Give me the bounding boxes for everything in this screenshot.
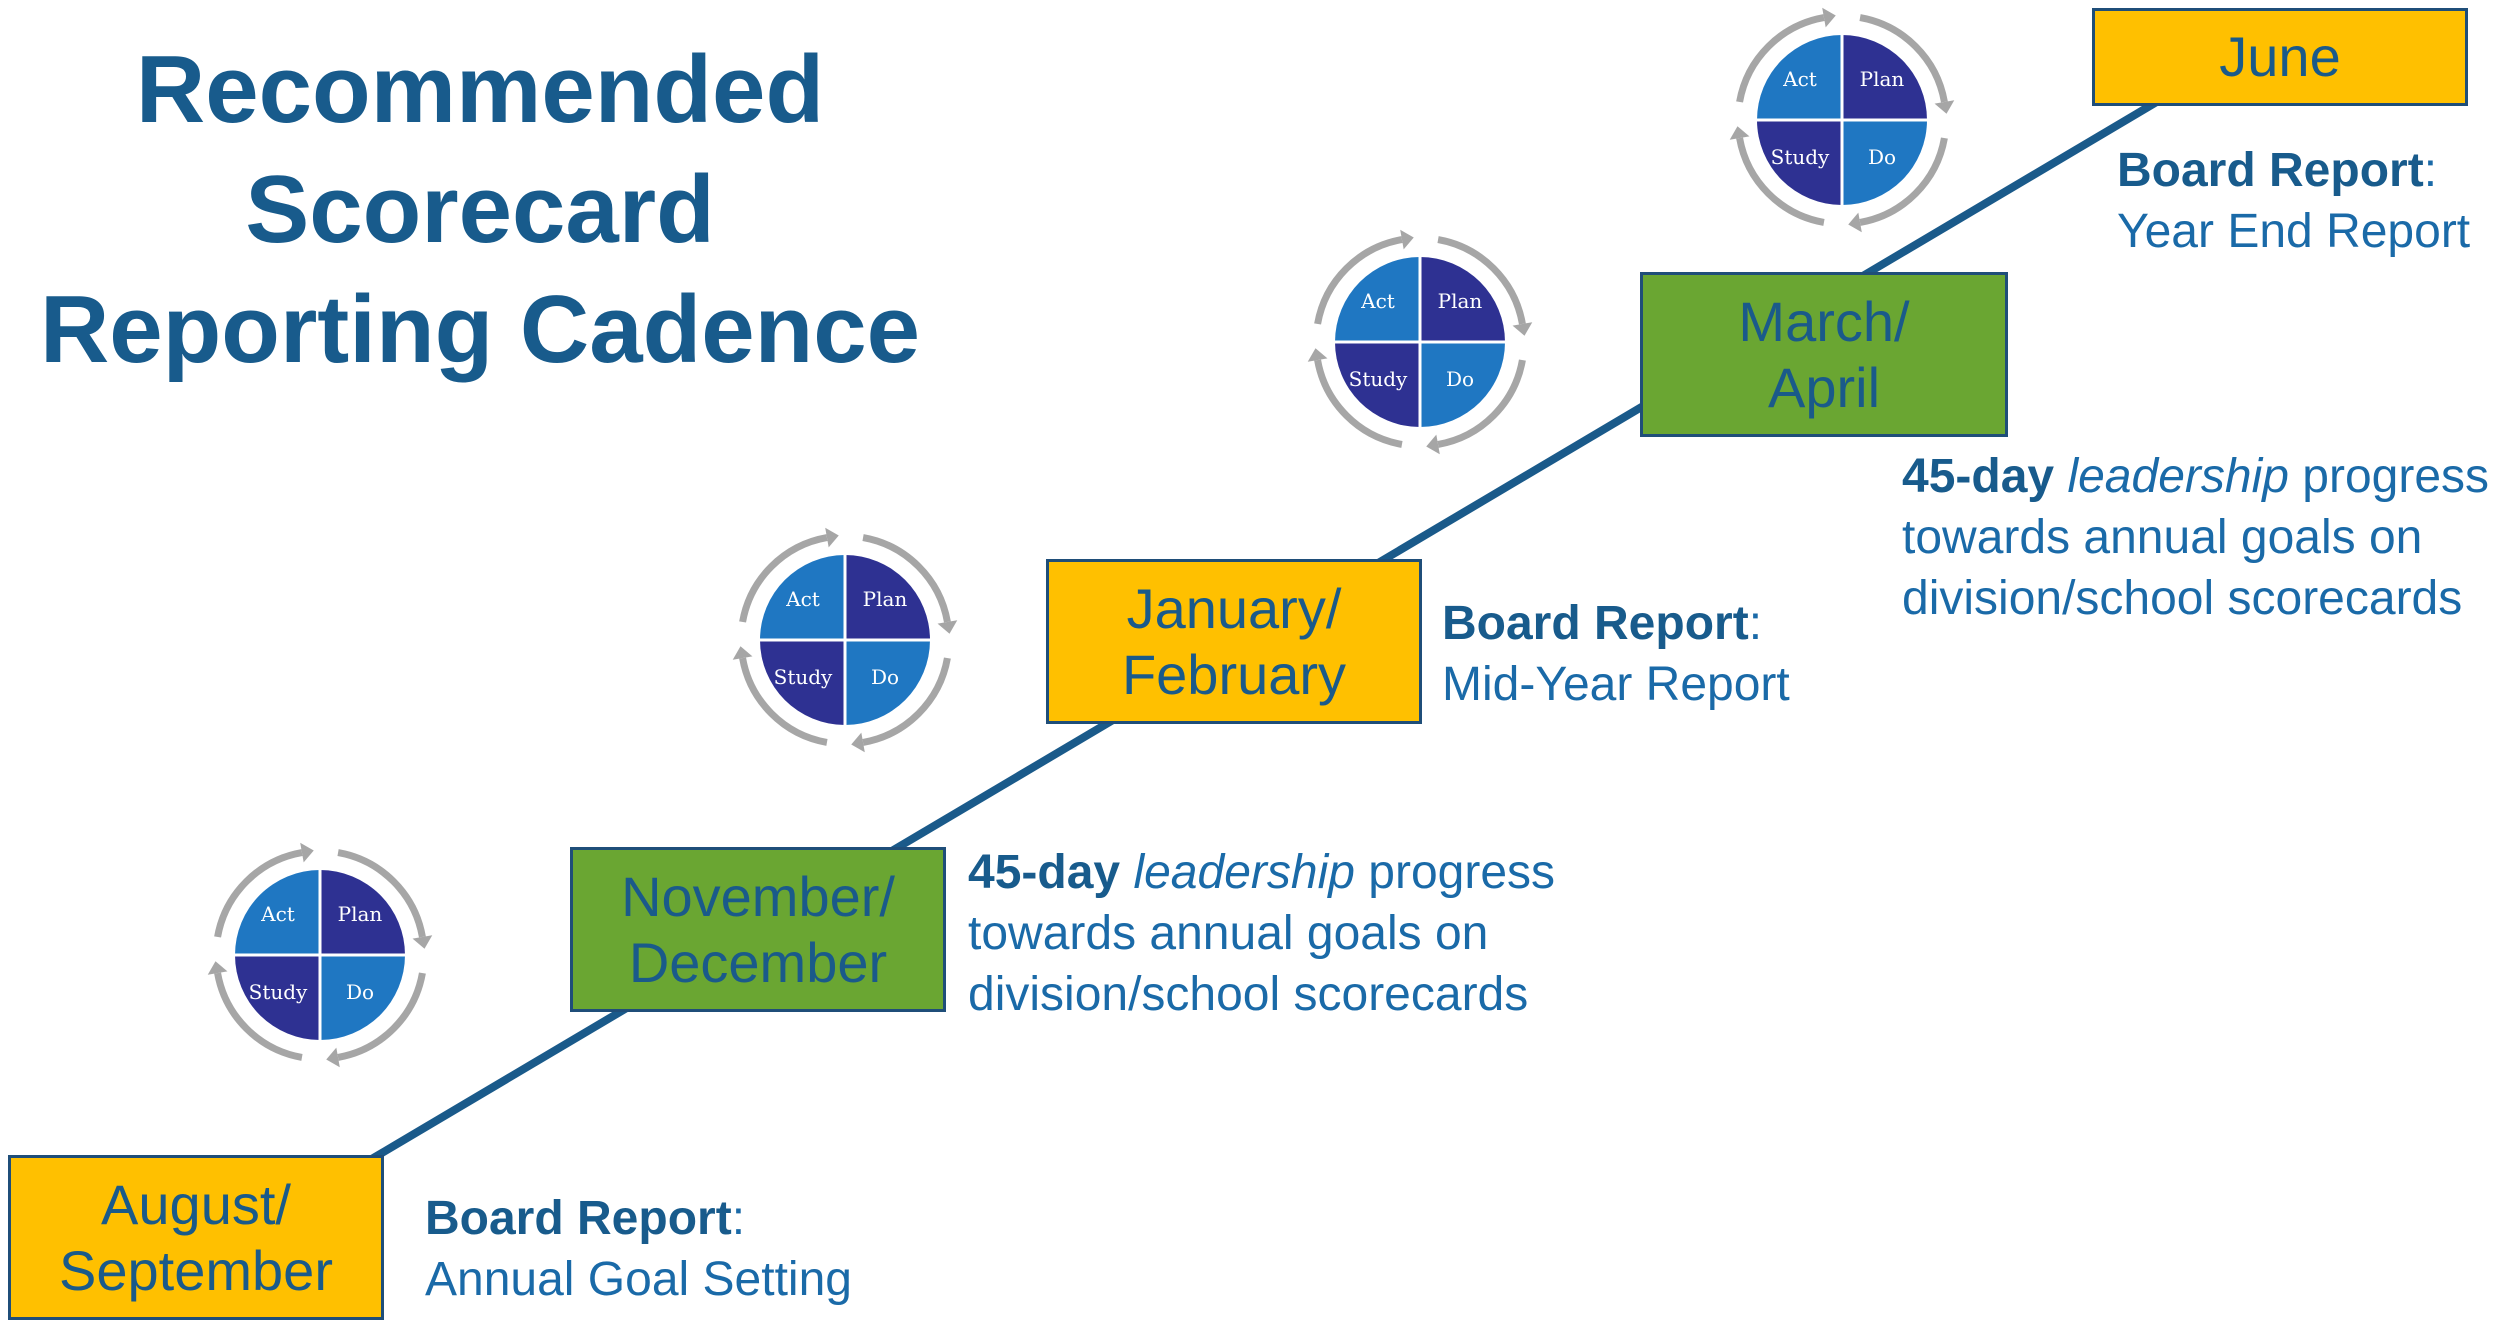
cycle-arrow-icon bbox=[1859, 14, 1948, 103]
pdsa-label: Study bbox=[249, 980, 308, 1004]
note-detail: Mid-Year Report bbox=[1442, 658, 1790, 711]
study-quadrant bbox=[1335, 342, 1420, 427]
plan-quadrant bbox=[845, 555, 930, 640]
pdsa-label: Plan bbox=[338, 902, 383, 926]
note-year-end-report: Board Report: Year End Report bbox=[2117, 140, 2470, 262]
pdsa-label: Study bbox=[1771, 145, 1830, 169]
note-progress-1: 45-day leadership progress towards annua… bbox=[968, 842, 1555, 1025]
cycle-arrow-icon bbox=[337, 849, 426, 938]
pdsa-label: Plan bbox=[1438, 289, 1483, 313]
note-detail: division/school scorecards bbox=[968, 968, 1529, 1021]
note-progress-2: 45-day leadership progress towards annua… bbox=[1902, 446, 2489, 629]
pdsa-label: Do bbox=[346, 980, 374, 1004]
pdsa-label: Do bbox=[871, 665, 899, 689]
cycle-arrow-icon bbox=[214, 972, 303, 1061]
period-label-line-1: January/ bbox=[1126, 576, 1342, 640]
cycle-arrow-icon bbox=[337, 972, 426, 1061]
period-label-line-2: February bbox=[1121, 642, 1347, 706]
pdsa-label: Act bbox=[785, 587, 820, 611]
note-heading: Board Report bbox=[1442, 597, 1749, 650]
cycle-arrow-icon bbox=[1736, 137, 1825, 226]
pdsa-label: Study bbox=[774, 665, 833, 689]
cycle-arrow-icon bbox=[1314, 359, 1403, 448]
note-heading: 45-day bbox=[968, 846, 1121, 899]
note-detail: Year End Report bbox=[2117, 205, 2471, 258]
period-label-line-1: November/ bbox=[621, 864, 895, 928]
cycle-arrow-icon bbox=[862, 534, 951, 623]
pdsa-label: Plan bbox=[1860, 67, 1905, 91]
cycle-arrow-icon bbox=[739, 534, 828, 623]
note-detail: towards annual goals on bbox=[968, 907, 1489, 960]
cycle-arrow-icon bbox=[1859, 137, 1948, 226]
note-detail: division/school scorecards bbox=[1902, 572, 2463, 625]
pdsa-label: Act bbox=[1782, 67, 1817, 91]
do-quadrant bbox=[1420, 342, 1505, 427]
pdsa-label: Do bbox=[1868, 145, 1896, 169]
period-label-line-1: August/ bbox=[101, 1172, 291, 1236]
period-box-march-april: March/ April bbox=[1640, 272, 2008, 437]
period-label-line-1: June bbox=[2219, 25, 2341, 88]
study-quadrant bbox=[1757, 120, 1842, 205]
pdsa-label: Do bbox=[1446, 367, 1474, 391]
act-quadrant bbox=[1335, 257, 1420, 342]
do-quadrant bbox=[845, 640, 930, 725]
period-label-line-2: September bbox=[59, 1238, 333, 1302]
act-quadrant bbox=[235, 870, 320, 955]
note-heading: Board Report bbox=[2117, 144, 2424, 197]
pdsa-label: Study bbox=[1349, 367, 1408, 391]
do-quadrant bbox=[1842, 120, 1927, 205]
title-line-1: Recommended bbox=[135, 36, 825, 143]
period-box-january-february: January/ February bbox=[1046, 559, 1422, 724]
plan-quadrant bbox=[1420, 257, 1505, 342]
cycle-arrow-icon bbox=[1437, 359, 1526, 448]
plan-quadrant bbox=[1842, 35, 1927, 120]
period-label-line-2: April bbox=[1767, 355, 1881, 419]
period-label-line-1: March/ bbox=[1738, 289, 1910, 353]
pdsa-label: Act bbox=[1360, 289, 1395, 313]
note-mid-year-report: Board Report: Mid-Year Report bbox=[1442, 593, 1790, 715]
note-detail: Annual Goal Setting bbox=[425, 1253, 852, 1306]
period-box-june: June bbox=[2092, 8, 2468, 106]
period-box-august-september: August/ September bbox=[8, 1155, 384, 1320]
cycle-arrow-icon bbox=[739, 657, 828, 746]
study-quadrant bbox=[235, 955, 320, 1040]
do-quadrant bbox=[320, 955, 405, 1040]
act-quadrant bbox=[760, 555, 845, 640]
cycle-arrow-icon bbox=[1736, 14, 1825, 103]
note-heading: Board Report bbox=[425, 1192, 732, 1245]
note-detail: towards annual goals on bbox=[1902, 511, 2423, 564]
note-heading: 45-day bbox=[1902, 450, 2055, 503]
plan-quadrant bbox=[320, 870, 405, 955]
cycle-arrow-icon bbox=[862, 657, 951, 746]
title-line-2: Scorecard bbox=[245, 156, 715, 263]
study-quadrant bbox=[760, 640, 845, 725]
page-title: Recommended Scorecard Reporting Cadence bbox=[10, 30, 950, 390]
period-label-line-2: December bbox=[628, 930, 888, 994]
pdsa-label: Plan bbox=[863, 587, 908, 611]
period-box-november-december: November/ December bbox=[570, 847, 946, 1012]
pdsa-label: Act bbox=[260, 902, 295, 926]
cycle-arrow-icon bbox=[214, 849, 303, 938]
act-quadrant bbox=[1757, 35, 1842, 120]
cycle-arrow-icon bbox=[1437, 236, 1526, 325]
note-annual-goal-setting: Board Report: Annual Goal Setting bbox=[425, 1188, 852, 1310]
title-line-3: Reporting Cadence bbox=[39, 276, 921, 383]
cycle-arrow-icon bbox=[1314, 236, 1403, 325]
